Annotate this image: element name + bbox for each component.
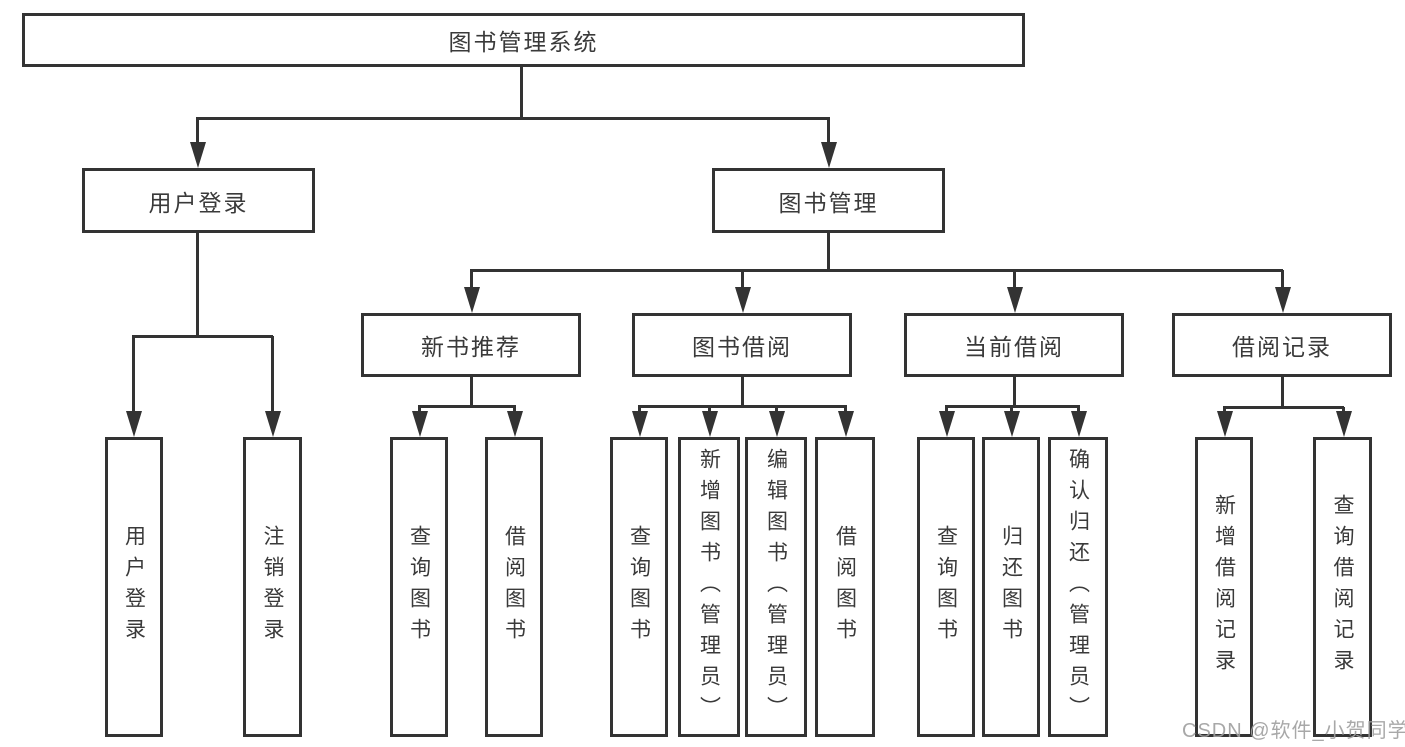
connector-arrowhead — [1275, 287, 1291, 313]
connector-arrowhead — [1004, 411, 1020, 437]
node-current-borrowing-label: 当前借阅 — [964, 334, 1064, 360]
connector-line — [132, 335, 273, 338]
leaf-current-confirm-return-admin-label: 确认归还（管理员） — [1066, 447, 1090, 727]
node-current-borrowing: 当前借阅 — [904, 313, 1124, 377]
connector-arrowhead — [1217, 411, 1233, 437]
connector-line — [196, 117, 830, 120]
connector-line — [196, 233, 199, 338]
leaf-records-add-record: 新增借阅记录 — [1195, 437, 1253, 737]
connector-arrowhead — [769, 411, 785, 437]
connector-line — [470, 269, 1283, 272]
connector-line — [1013, 377, 1016, 408]
node-borrowing-records: 借阅记录 — [1172, 313, 1392, 377]
connector-line — [1013, 270, 1016, 292]
leaf-borrowing-edit-book-admin: 编辑图书（管理员） — [745, 437, 807, 737]
leaf-borrowing-borrow-book: 借阅图书 — [815, 437, 875, 737]
connector-arrowhead — [126, 411, 142, 437]
connector-line — [827, 233, 830, 271]
node-new-book-recommend: 新书推荐 — [361, 313, 581, 377]
leaf-recommend-borrow-book: 借阅图书 — [485, 437, 543, 737]
leaf-borrowing-borrow-book-label: 借阅图书 — [833, 525, 857, 649]
leaf-records-add-record-label: 新增借阅记录 — [1212, 494, 1236, 680]
connector-arrowhead — [412, 411, 428, 437]
node-root: 图书管理系统 — [22, 13, 1025, 67]
connector-arrowhead — [190, 142, 206, 168]
leaf-recommend-borrow-book-label: 借阅图书 — [502, 525, 526, 649]
leaf-logout-label: 注销登录 — [261, 525, 284, 649]
connector-line — [741, 377, 744, 408]
connector-line — [1281, 377, 1284, 408]
leaf-records-search-record-label: 查询借阅记录 — [1331, 494, 1354, 680]
node-root-label: 图书管理系统 — [448, 29, 599, 55]
connector-arrowhead — [632, 411, 648, 437]
csdn-watermark: CSDN @软件_小贺同学 — [1182, 720, 1405, 742]
connector-line — [271, 336, 274, 420]
leaf-current-search-book: 查询图书 — [917, 437, 975, 737]
connector-line — [638, 405, 847, 408]
leaf-borrowing-search-book-label: 查询图书 — [627, 525, 651, 649]
node-book-borrowing-label: 图书借阅 — [692, 334, 792, 360]
leaf-user-login: 用户登录 — [105, 437, 163, 737]
leaf-user-login-label: 用户登录 — [122, 525, 146, 649]
connector-arrowhead — [464, 287, 480, 313]
leaf-recommend-search-book-label: 查询图书 — [407, 525, 431, 649]
connector-line — [132, 336, 135, 420]
node-user-login-label: 用户登录 — [148, 189, 249, 216]
connector-line — [470, 377, 473, 408]
connector-arrowhead — [1336, 411, 1352, 437]
leaf-current-confirm-return-admin: 确认归还（管理员） — [1048, 437, 1108, 737]
leaf-borrowing-add-book-admin-label: 新增图书（管理员） — [697, 447, 721, 727]
node-new-book-recommend-label: 新书推荐 — [421, 334, 521, 360]
connector-line — [827, 118, 830, 151]
connector-line — [418, 405, 516, 408]
leaf-borrowing-search-book: 查询图书 — [610, 437, 668, 737]
connector-arrowhead — [1007, 287, 1023, 313]
leaf-current-return-book-label: 归还图书 — [999, 525, 1023, 649]
connector-line — [1281, 270, 1284, 292]
node-borrowing-records-label: 借阅记录 — [1232, 334, 1332, 360]
connector-arrowhead — [1071, 411, 1087, 437]
connector-arrowhead — [507, 411, 523, 437]
connector-arrowhead — [735, 287, 751, 313]
connector-arrowhead — [265, 411, 281, 437]
leaf-current-search-book-label: 查询图书 — [934, 525, 958, 649]
leaf-borrowing-edit-book-admin-label: 编辑图书（管理员） — [764, 447, 788, 727]
node-book-management-label: 图书管理 — [778, 189, 879, 216]
leaf-logout: 注销登录 — [243, 437, 302, 737]
connector-line — [520, 66, 523, 119]
connector-arrowhead — [838, 411, 854, 437]
leaf-records-search-record: 查询借阅记录 — [1313, 437, 1372, 737]
connector-line — [1223, 406, 1344, 409]
connector-arrowhead — [821, 142, 837, 168]
connector-arrowhead — [702, 411, 718, 437]
leaf-borrowing-add-book-admin: 新增图书（管理员） — [678, 437, 740, 737]
connector-line — [196, 118, 199, 151]
connector-arrowhead — [939, 411, 955, 437]
connector-line — [470, 270, 473, 292]
node-user-login: 用户登录 — [82, 168, 315, 233]
node-book-borrowing: 图书借阅 — [632, 313, 852, 377]
leaf-recommend-search-book: 查询图书 — [390, 437, 448, 737]
leaf-current-return-book: 归还图书 — [982, 437, 1040, 737]
node-book-management: 图书管理 — [712, 168, 945, 233]
connector-line — [741, 270, 744, 292]
